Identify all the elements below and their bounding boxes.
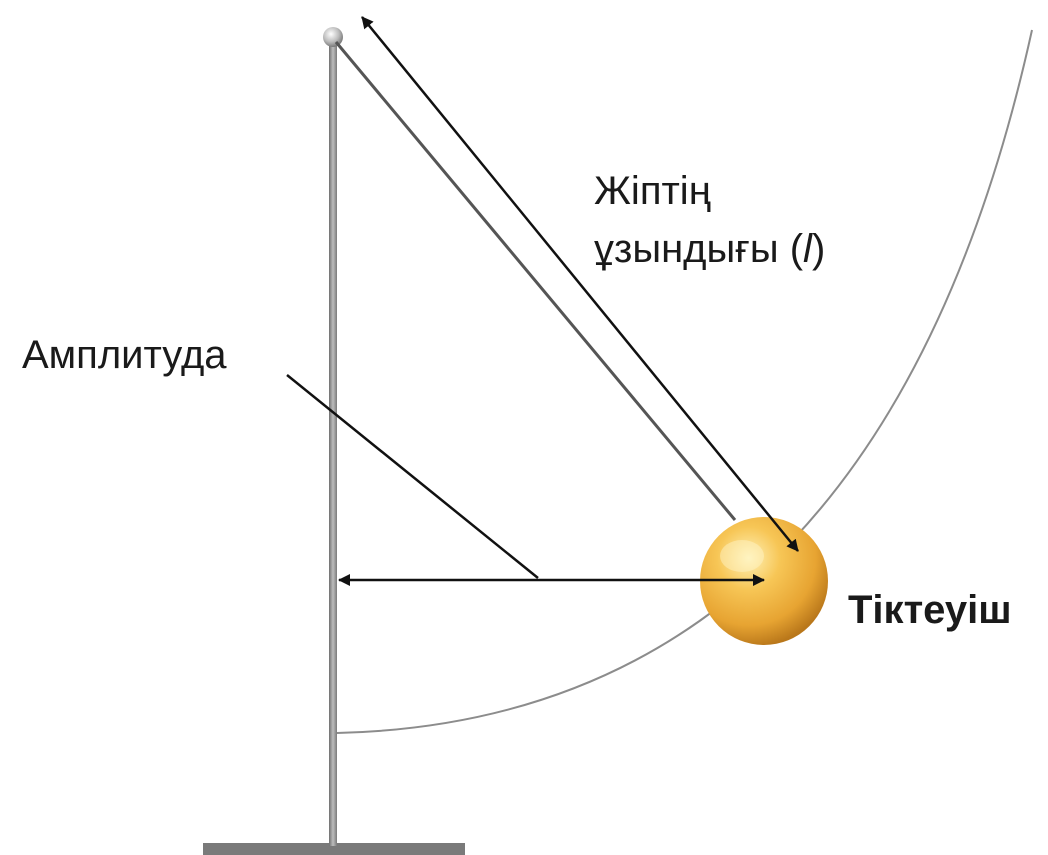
- amplitude-leader-line: [286, 374, 539, 579]
- bob-highlight: [720, 540, 764, 572]
- string-length-label-prefix: ұзындығы (: [594, 227, 804, 271]
- bob-label: Тіктеуіш: [848, 588, 1012, 632]
- string-length-arrow: [361, 16, 799, 552]
- string-length-label-line2: ұзындығы (l): [594, 227, 825, 271]
- pivot-ball: [323, 27, 343, 47]
- amplitude-label: Амплитуда: [22, 333, 227, 377]
- string-length-symbol: l: [803, 227, 813, 271]
- pendulum-string: [334, 41, 737, 521]
- string-length-label-line1: Жіптің: [594, 169, 711, 213]
- string-length-label-suffix: ): [812, 227, 825, 271]
- stand-base: [203, 843, 465, 855]
- stand-pole: [329, 38, 337, 846]
